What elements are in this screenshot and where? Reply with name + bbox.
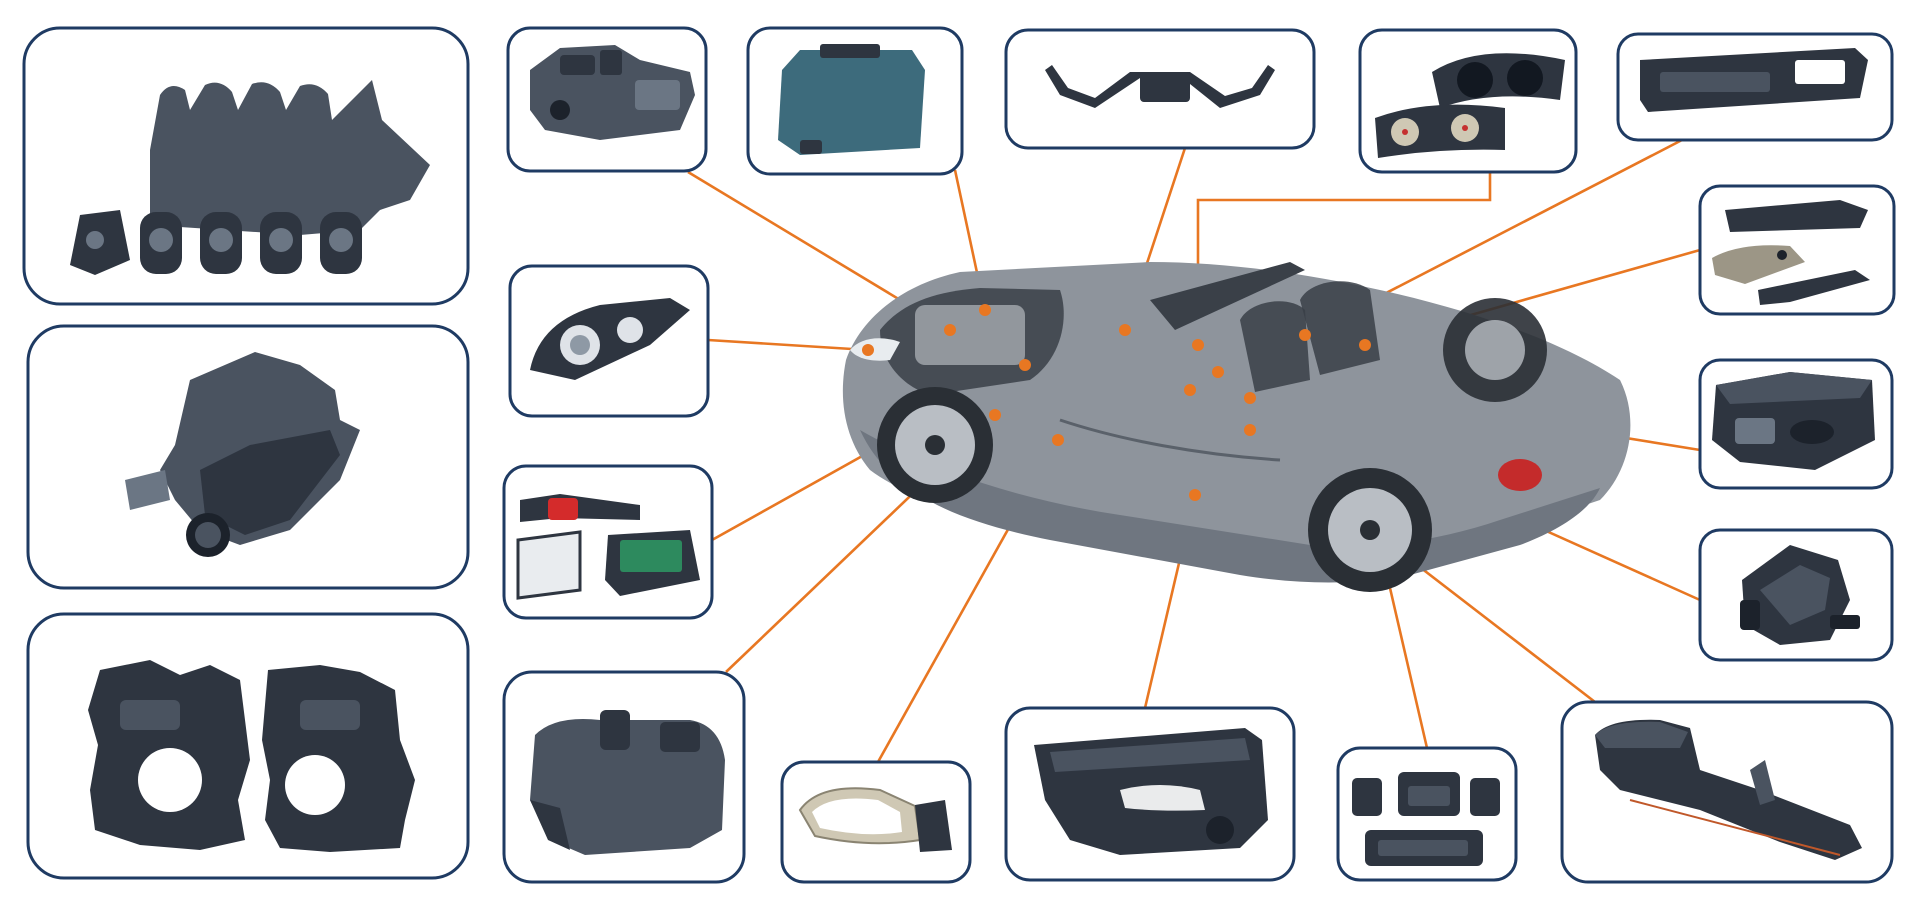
callout-side-mirror [780, 760, 972, 884]
engine-cover-image [530, 45, 695, 140]
car-cutaway-illustration [842, 262, 1631, 592]
dot-console [1184, 384, 1196, 396]
filter-elements-image [516, 494, 700, 600]
callout-instrument-cluster [1358, 28, 1578, 174]
dot-mirror [1052, 434, 1064, 446]
callout-dashboard-crossbeam [1004, 28, 1316, 150]
dot-door [1189, 489, 1201, 501]
callout-glovebox-storage [1698, 358, 1894, 490]
support-bracket-image [1740, 545, 1860, 645]
dot-glovebox [1212, 366, 1224, 378]
armrest-trims-image [1712, 200, 1870, 305]
callout-air-filter-housing [26, 324, 470, 590]
coolant-tank-image [778, 44, 925, 155]
callout-engine-cover-bracket [26, 612, 470, 880]
glovebox-storage-image [1712, 372, 1875, 470]
callout-engine-cover [506, 26, 708, 173]
callout-filter-elements [502, 464, 714, 620]
callout-armrest-trims [1698, 184, 1896, 316]
headlamp-image [530, 298, 690, 380]
dashboard-crossbeam-image [1045, 65, 1275, 108]
callout-headlamp [508, 264, 710, 418]
dot-headlamp [862, 344, 874, 356]
dot-filter [1019, 359, 1031, 371]
air-vents-image [1352, 772, 1500, 866]
callout-coolant-tank [746, 26, 964, 176]
dot-washer [989, 409, 1001, 421]
dot-vents [1244, 424, 1256, 436]
callout-support-bracket [1698, 528, 1894, 662]
dot-engine-cover-bracket [944, 324, 956, 336]
dot-cluster [1192, 339, 1204, 351]
console-panel-image [1640, 48, 1868, 112]
intake-manifold-image [70, 80, 430, 275]
callout-console-panel [1616, 32, 1894, 142]
callout-air-vents [1336, 746, 1518, 882]
callout-door-trim-panel [1004, 706, 1296, 882]
dot-crossbeam [1119, 324, 1131, 336]
side-mirror-image [798, 787, 952, 852]
leader-headlamp [707, 338, 869, 352]
callout-washer-reservoir [502, 670, 746, 884]
dot-armrest [1359, 339, 1371, 351]
dot-bracket [1244, 392, 1256, 404]
instrument-cluster-image [1375, 53, 1565, 158]
washer-reservoir-image [530, 710, 725, 855]
center-console-image [1595, 719, 1862, 860]
dot-console-panel [1299, 329, 1311, 341]
callout-intake-manifold [22, 26, 470, 306]
dot-engine-cover [979, 304, 991, 316]
door-trim-panel-image [1034, 728, 1268, 855]
callout-center-console [1560, 700, 1894, 884]
air-filter-housing-image [125, 352, 360, 557]
engine-cover-bracket-image [88, 660, 415, 852]
attachment-dots [862, 304, 1371, 501]
